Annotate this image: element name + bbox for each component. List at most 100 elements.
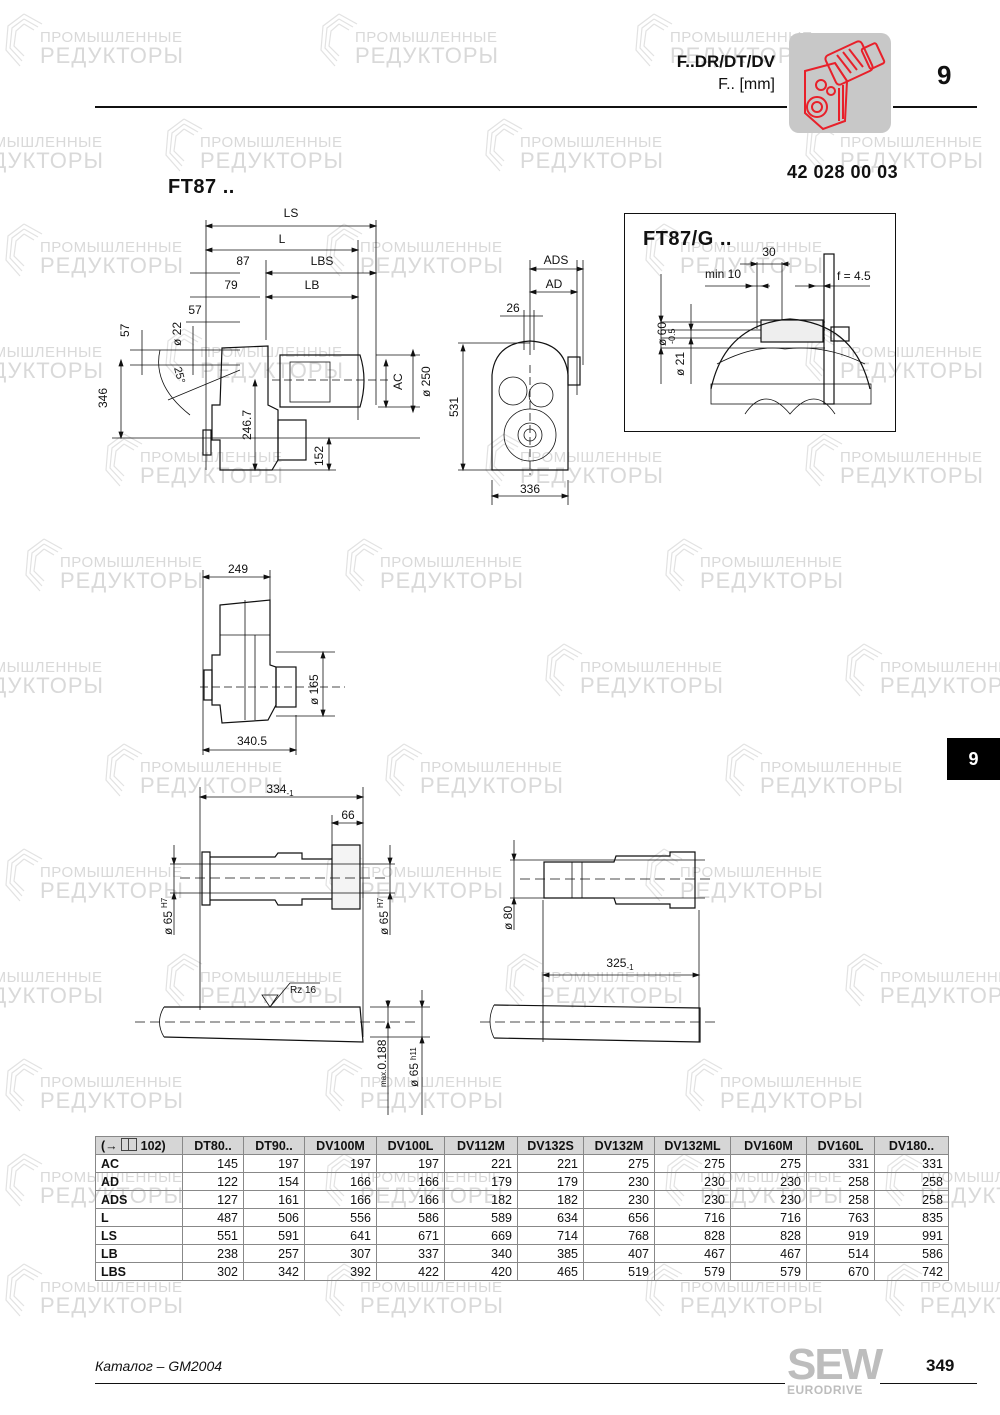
- dim-57v: 57: [118, 323, 132, 337]
- table-cell: 161: [243, 1190, 305, 1209]
- dim-30: 30: [762, 245, 776, 259]
- watermark-line2: РЕДУКТОРЫ: [700, 568, 844, 593]
- table-cell: 669: [444, 1226, 518, 1245]
- watermark-logo-icon: [5, 1263, 43, 1317]
- column-header: DT90..: [243, 1136, 305, 1155]
- table-cell: 302: [182, 1262, 244, 1281]
- watermark-logo-icon: [485, 118, 523, 172]
- table-cell: 230: [654, 1190, 731, 1209]
- chapter-tab[interactable]: 9: [947, 738, 1000, 780]
- table-cell: 579: [730, 1262, 807, 1281]
- watermark-line1: ПРОМЫШЛЕННЫЕ: [700, 554, 843, 571]
- watermark-line1: ПРОМЫШЛЕННЫЕ: [580, 659, 723, 676]
- watermark-line2: РЕДУКТОРЫ: [0, 148, 104, 173]
- dim-65-h7-left: ø 65H7: [160, 897, 175, 935]
- column-header: DV100L: [376, 1136, 445, 1155]
- table-cell: 487: [182, 1208, 244, 1227]
- side-view-drawing: LS L 87 LBS 79 LB 57 57 ø 22 25° 346 246…: [96, 206, 433, 472]
- page-title: F..DR/DT/DV: [676, 52, 775, 71]
- watermark-line2: РЕДУКТОРЫ: [40, 1293, 184, 1318]
- watermark-line1: ПРОМЫШЛЕННЫЕ: [720, 1074, 863, 1091]
- table-cell: 258: [806, 1172, 875, 1191]
- watermark-logo-icon: [5, 1153, 43, 1207]
- row-label: LS: [95, 1226, 183, 1245]
- corner-ref: 102): [137, 1139, 166, 1153]
- watermark-logo-icon: [5, 848, 43, 902]
- dim-22: ø 22: [170, 322, 184, 346]
- watermark-logo-icon: [845, 643, 883, 697]
- table-cell: 166: [304, 1172, 377, 1191]
- watermark-line2: РЕДУКТОРЫ: [580, 673, 724, 698]
- watermark-line2: РЕДУКТОРЫ: [520, 148, 664, 173]
- table-cell: 230: [583, 1190, 655, 1209]
- table-cell: 514: [806, 1244, 875, 1263]
- hollow-shaft-drawing-left: 334-1 66 ø 65H7 ø 65H7 Rz 16 max.0.188 ø…: [135, 782, 430, 1115]
- table-cell: 166: [376, 1172, 445, 1191]
- table-cell: 670: [806, 1262, 875, 1281]
- table-cell: 714: [517, 1226, 584, 1245]
- table-cell: 991: [874, 1226, 949, 1245]
- table-cell: 230: [730, 1190, 807, 1209]
- document-number: 42 028 00 03: [787, 162, 899, 182]
- watermark-line2: РЕДУКТОРЫ: [360, 1293, 504, 1318]
- watermark-line1: ПРОМЫШЛЕННЫЕ: [420, 759, 563, 776]
- row-label: AD: [95, 1172, 183, 1191]
- column-header: DV132ML: [654, 1136, 731, 1155]
- table-cell: 258: [806, 1190, 875, 1209]
- table-cell: 392: [304, 1262, 377, 1281]
- table-cell: 919: [806, 1226, 875, 1245]
- row-label: LB: [95, 1244, 183, 1263]
- table-cell: 257: [243, 1244, 305, 1263]
- detail-model-title: FT87/G ..: [643, 228, 732, 250]
- watermark-line1: ПРОМЫШЛЕННЫЕ: [360, 1279, 503, 1296]
- dim-87: 87: [236, 254, 250, 268]
- table-cell: 221: [444, 1154, 518, 1173]
- header-rule-right: [893, 106, 977, 108]
- row-label: L: [95, 1208, 183, 1227]
- watermark-line1: ПРОМЫШЛЕННЫЕ: [380, 554, 523, 571]
- table-cell: 145: [182, 1154, 244, 1173]
- book-icon: [121, 1138, 138, 1151]
- table-cell: 230: [730, 1172, 807, 1191]
- watermark-logo-icon: [165, 118, 203, 172]
- watermark-line1: ПРОМЫШЛЕННЫЕ: [680, 1279, 823, 1296]
- watermark-line2: РЕДУКТОРЫ: [0, 358, 104, 383]
- catalog-label: Каталог – GM2004: [95, 1358, 223, 1374]
- watermark-line2: РЕДУКТОРЫ: [380, 568, 524, 593]
- table-cell: 238: [182, 1244, 244, 1263]
- watermark-line1: ПРОМЫШЛЕННЫЕ: [920, 1279, 1000, 1296]
- dim-152: 152: [312, 446, 326, 466]
- watermark-line1: ПРОМЫШЛЕННЫЕ: [0, 969, 103, 986]
- table-cell: 641: [304, 1226, 377, 1245]
- watermark-line2: РЕДУКТОРЫ: [0, 673, 104, 698]
- table-cell: 586: [874, 1244, 949, 1263]
- top-view-drawing: 249 ø 165 340.5: [200, 562, 345, 755]
- sew-logo-text: SEW: [787, 1340, 883, 1389]
- column-header: DV100M: [304, 1136, 377, 1155]
- dim-60: ø 60: [655, 322, 669, 346]
- dim-165: ø 165: [307, 674, 321, 705]
- chapter-number: 9: [937, 60, 952, 90]
- watermark-logo-icon: [635, 13, 673, 67]
- dim-angle: 25°: [171, 366, 187, 385]
- table-cell: 182: [444, 1190, 518, 1209]
- dim-lbs: LBS: [311, 254, 334, 268]
- table-cell: 230: [654, 1172, 731, 1191]
- watermark-line1: ПРОМЫШЛЕННЫЕ: [0, 659, 103, 676]
- table-cell: 230: [583, 1172, 655, 1191]
- table-cell: 551: [182, 1226, 244, 1245]
- table-cell: 828: [730, 1226, 807, 1245]
- watermark-line1: ПРОМЫШЛЕННЫЕ: [840, 134, 983, 151]
- dim-21-tolerance: -0.5: [667, 328, 677, 344]
